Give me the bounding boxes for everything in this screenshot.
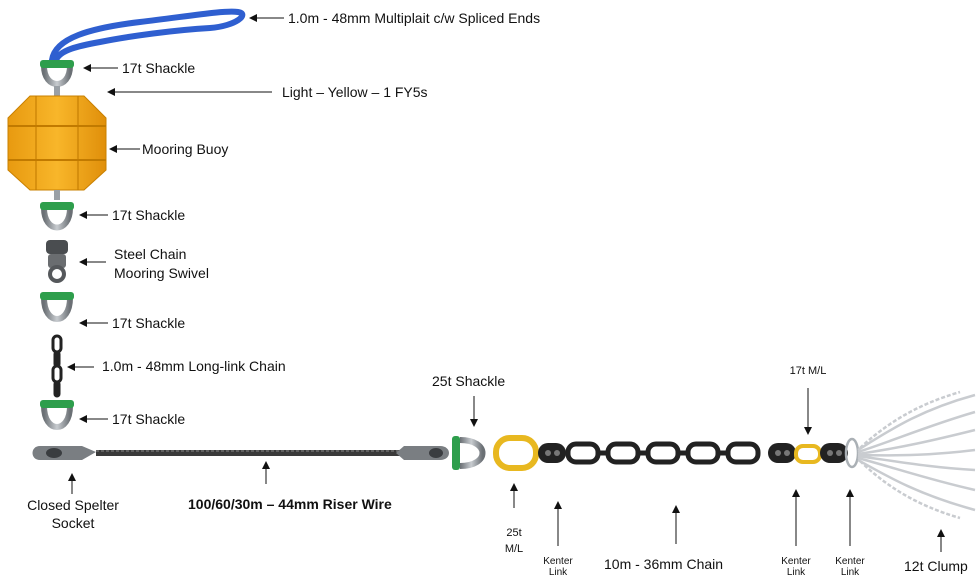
label-shackle-4: 17t Shackle — [112, 411, 186, 427]
label-chain: 10m - 36mm Chain — [604, 556, 724, 572]
label-ml-25t-1: 25t — [506, 527, 522, 539]
long-link-chain — [51, 334, 63, 398]
label-multiplait: 1.0m - 48mm Multiplait c/w Spliced Ends — [288, 10, 541, 26]
label-shackle-top: 17t Shackle — [122, 60, 196, 76]
label-clump: 12t Clump — [904, 558, 968, 574]
label-kenter-1b: Link — [548, 567, 568, 578]
label-kenter-3: Kenter — [835, 556, 865, 567]
annotation-arrows — [67, 14, 945, 552]
label-socket-1: Closed Spelter — [27, 497, 119, 513]
spelter-socket-right-icon — [396, 446, 449, 460]
ml-17t-link — [794, 444, 822, 464]
chain-36mm — [565, 441, 761, 465]
label-shackle-2: 17t Shackle — [112, 207, 186, 223]
label-long-link: 1.0m - 48mm Long-link Chain — [102, 358, 286, 374]
swivel-icon — [46, 240, 68, 283]
label-light: Light – Yellow – 1 FY5s — [282, 84, 428, 100]
spelter-socket-icon — [32, 446, 96, 460]
shackle-2-icon — [40, 202, 74, 231]
kenter-link-3 — [820, 443, 848, 463]
kenter-link-2 — [768, 443, 796, 463]
shackle-4-icon — [40, 400, 74, 430]
shackle-top-icon — [40, 60, 74, 87]
kenter-link-1 — [538, 443, 566, 463]
label-shackle-25t: 25t Shackle — [432, 373, 506, 389]
mooring-buoy-icon — [7, 95, 107, 191]
label-kenter-1: Kenter — [543, 556, 573, 567]
label-ml-25t-2: M/L — [504, 543, 524, 555]
label-socket-2: Socket — [51, 515, 95, 531]
label-swivel-1: Steel Chain — [114, 246, 187, 262]
label-kenter-2b: Link — [786, 567, 806, 578]
label-swivel-2: Mooring Swivel — [114, 265, 209, 281]
clump-icon — [844, 390, 976, 520]
label-shackle-3: 17t Shackle — [112, 315, 186, 331]
label-buoy: Mooring Buoy — [142, 141, 229, 157]
label-ml-17t: 17t M/L — [789, 365, 827, 377]
shackle-25t-icon — [452, 436, 486, 470]
label-kenter-3b: Link — [840, 567, 860, 578]
label-riser-wire: 100/60/30m – 44mm Riser Wire — [188, 496, 392, 512]
label-kenter-2: Kenter — [781, 556, 811, 567]
ml-25t-link — [493, 435, 539, 471]
shackle-3-icon — [40, 292, 74, 322]
multiplait-rope — [49, 8, 246, 63]
